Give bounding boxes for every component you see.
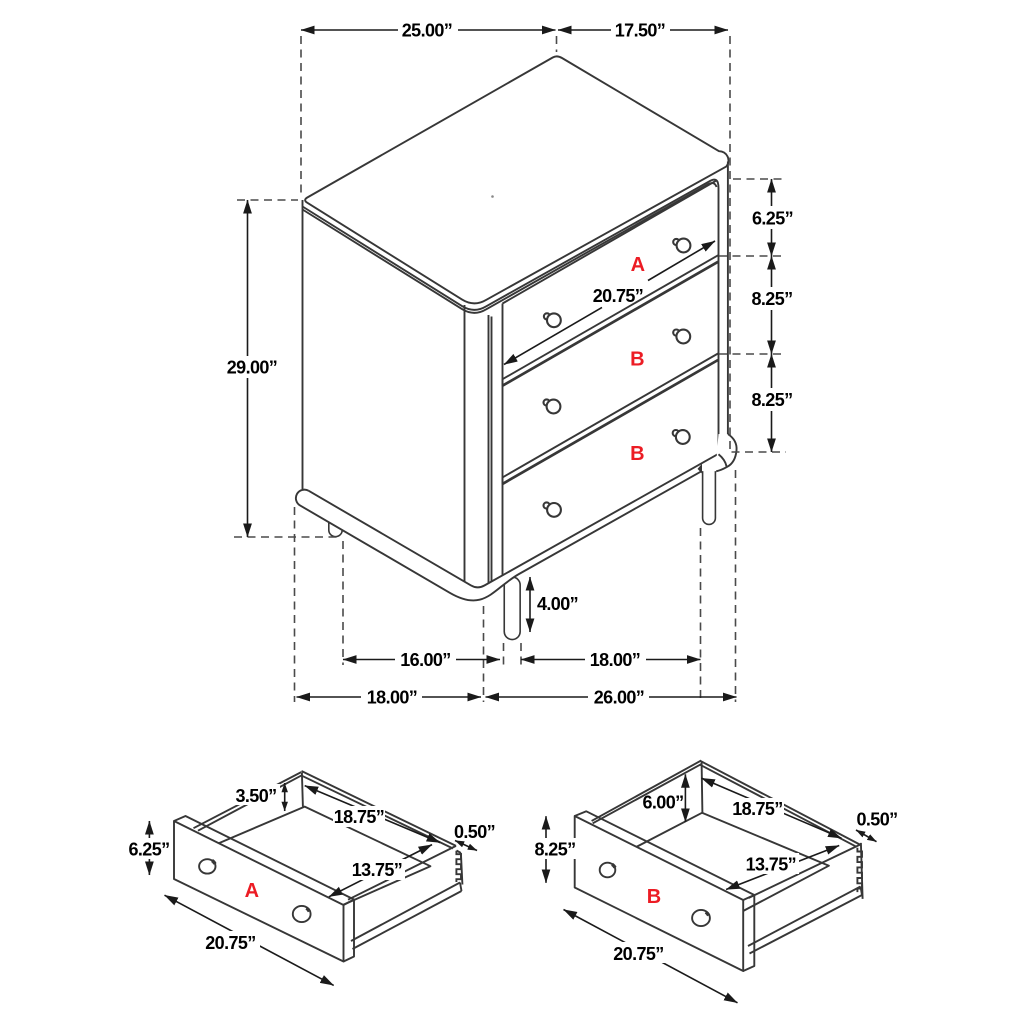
svg-text:4.00”: 4.00” (537, 594, 578, 614)
svg-text:8.25”: 8.25” (751, 289, 792, 309)
svg-text:25.00”: 25.00” (402, 21, 452, 41)
svg-text:20.75”: 20.75” (205, 933, 255, 953)
svg-text:A: A (631, 254, 645, 276)
svg-text:13.75”: 13.75” (746, 854, 796, 874)
svg-text:B: B (647, 886, 661, 908)
svg-text:16.00”: 16.00” (400, 650, 450, 670)
svg-text:8.25”: 8.25” (751, 390, 792, 410)
svg-text:B: B (630, 443, 644, 465)
svg-text:0.50”: 0.50” (856, 810, 897, 830)
svg-text:18.75”: 18.75” (732, 799, 782, 819)
svg-text:A: A (245, 880, 259, 902)
svg-text:3.50”: 3.50” (235, 786, 276, 806)
svg-text:20.75”: 20.75” (613, 944, 663, 964)
svg-text:29.00”: 29.00” (227, 358, 277, 378)
svg-text:26.00”: 26.00” (594, 688, 644, 708)
svg-text:18.00”: 18.00” (367, 688, 417, 708)
svg-text:13.75”: 13.75” (352, 860, 402, 880)
svg-text:6.25”: 6.25” (128, 840, 169, 860)
svg-text:0.50”: 0.50” (454, 822, 495, 842)
svg-text:20.75”: 20.75” (593, 286, 643, 306)
svg-text:6.25”: 6.25” (752, 209, 793, 229)
svg-text:B: B (630, 349, 644, 371)
svg-text:18.75”: 18.75” (334, 807, 384, 827)
svg-text:18.00”: 18.00” (590, 650, 640, 670)
svg-text:8.25”: 8.25” (534, 840, 575, 860)
svg-text:6.00”: 6.00” (642, 793, 683, 813)
svg-text:17.50”: 17.50” (615, 21, 665, 41)
